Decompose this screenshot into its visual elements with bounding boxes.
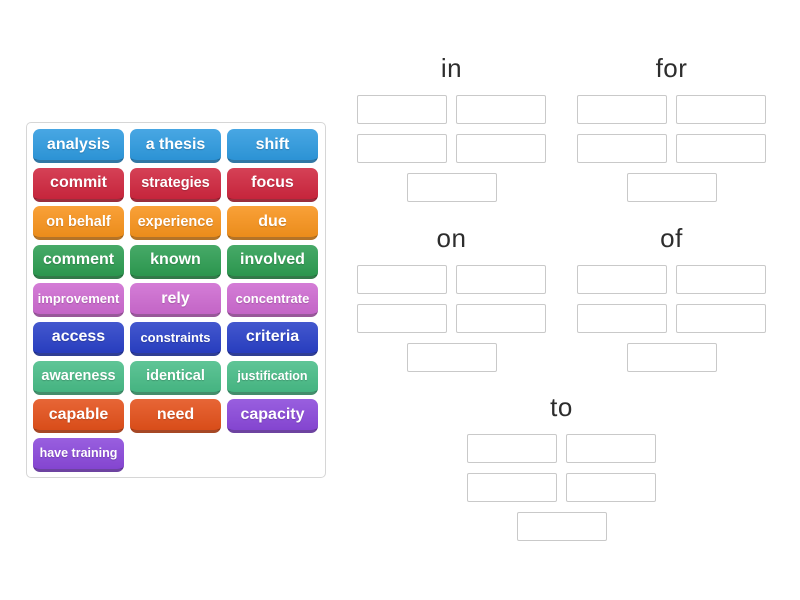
drop-slot[interactable] [406, 173, 497, 202]
word-tile[interactable]: have training [33, 437, 124, 472]
word-tile[interactable]: awareness [33, 360, 124, 395]
category-header-for: for [655, 53, 688, 83]
drop-slot[interactable] [406, 343, 497, 372]
word-tile[interactable]: identical [130, 360, 221, 395]
word-tile[interactable]: involved [227, 244, 318, 279]
drop-slot[interactable] [676, 134, 766, 163]
category-header-to: to [550, 392, 573, 422]
word-tile[interactable]: constraints [130, 321, 221, 356]
drop-slot[interactable] [516, 512, 607, 541]
drop-slot[interactable] [566, 434, 656, 463]
word-tile[interactable]: a thesis [130, 129, 221, 163]
drop-slot[interactable] [577, 134, 667, 163]
drop-slot[interactable] [566, 473, 656, 502]
drop-slot[interactable] [676, 304, 766, 333]
slot-grid-of [577, 265, 766, 372]
word-tile[interactable]: access [33, 321, 124, 356]
drop-slot[interactable] [626, 173, 717, 202]
drop-slot[interactable] [467, 434, 557, 463]
drop-slot[interactable] [456, 265, 546, 294]
word-tile[interactable]: shift [227, 129, 318, 163]
drop-slot[interactable] [456, 304, 546, 333]
word-tile[interactable]: strategies [130, 167, 221, 202]
word-tile[interactable]: criteria [227, 321, 318, 356]
word-tile[interactable]: known [130, 244, 221, 279]
word-tile[interactable]: due [227, 206, 318, 241]
drop-slot[interactable] [357, 304, 447, 333]
category-group-to: to [467, 389, 656, 541]
word-tile[interactable]: on behalf [33, 206, 124, 241]
drop-slot[interactable] [676, 95, 766, 124]
category-group-of: of [577, 220, 766, 372]
category-group-in: in [357, 50, 546, 202]
category-header-in: in [440, 53, 463, 83]
word-tile[interactable]: improvement [33, 283, 124, 318]
word-tile[interactable]: comment [33, 244, 124, 279]
drop-slot[interactable] [357, 265, 447, 294]
word-tile[interactable]: justification [227, 360, 318, 395]
category-header-on: on [436, 223, 467, 253]
category-group-for: for [577, 50, 766, 202]
word-tile[interactable]: capacity [227, 399, 318, 434]
drop-slot[interactable] [357, 95, 447, 124]
word-tile[interactable]: concentrate [227, 283, 318, 318]
word-tile[interactable]: commit [33, 167, 124, 202]
slot-grid-in [357, 95, 546, 202]
drop-slot[interactable] [456, 134, 546, 163]
word-tile[interactable]: analysis [33, 129, 124, 163]
word-tile[interactable]: experience [130, 206, 221, 241]
drop-slot[interactable] [577, 265, 667, 294]
drop-slot[interactable] [577, 95, 667, 124]
drop-slot[interactable] [467, 473, 557, 502]
drop-slot[interactable] [676, 265, 766, 294]
category-header-of: of [660, 223, 683, 253]
drop-slot[interactable] [357, 134, 447, 163]
word-tile[interactable]: need [130, 399, 221, 434]
slot-grid-to [467, 434, 656, 541]
drop-slot[interactable] [456, 95, 546, 124]
slot-grid-on [357, 265, 546, 372]
word-tile[interactable]: capable [33, 399, 124, 434]
category-group-on: on [357, 220, 546, 372]
drop-slot[interactable] [577, 304, 667, 333]
word-tile[interactable]: rely [130, 283, 221, 318]
drop-slot[interactable] [626, 343, 717, 372]
word-tile[interactable]: focus [227, 167, 318, 202]
slot-grid-for [577, 95, 766, 202]
